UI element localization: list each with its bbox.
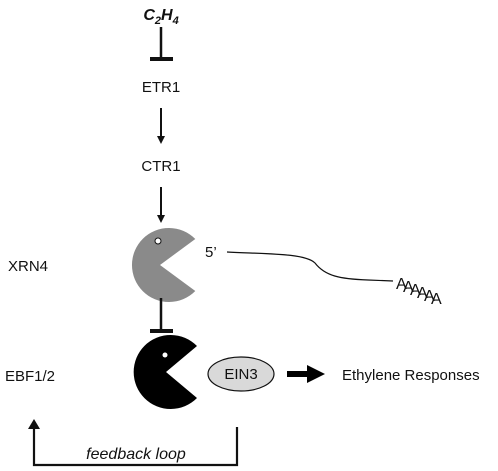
xrn4-inhibits-ebf-arrow bbox=[150, 298, 173, 333]
poly-a-letter: A bbox=[417, 285, 428, 302]
ebf-label: EBF1/2 bbox=[5, 368, 55, 385]
feedback-loop-arrow bbox=[28, 419, 239, 467]
poly-a-letter: A bbox=[424, 288, 435, 305]
ctr1-label: CTR1 bbox=[141, 158, 180, 175]
poly-a-letter: A bbox=[396, 276, 407, 293]
mrna-strand bbox=[226, 251, 394, 282]
xrn4-pacman-icon bbox=[131, 228, 196, 302]
ein3-ellipse: EIN3 bbox=[207, 356, 275, 392]
ethylene-responses-label: Ethylene Responses bbox=[342, 367, 480, 384]
feedback-loop-label: feedback loop bbox=[86, 446, 186, 463]
ein3-to-responses-arrow bbox=[287, 365, 325, 383]
ebf-pacman-icon bbox=[133, 335, 197, 409]
poly-a-letter: A bbox=[403, 279, 414, 296]
poly-a-letter: A bbox=[410, 282, 421, 299]
ethylene-label: C2H4 bbox=[143, 7, 178, 27]
poly-a-tail: A A A A A A bbox=[396, 276, 442, 308]
xrn4-label: XRN4 bbox=[8, 258, 48, 275]
etr1-label: ETR1 bbox=[142, 79, 180, 96]
five-prime-label: 5’ bbox=[205, 244, 217, 261]
ein3-label: EIN3 bbox=[224, 366, 257, 383]
ethylene-inhibits-etr1 bbox=[150, 27, 173, 61]
poly-a-letter: A bbox=[431, 291, 442, 308]
